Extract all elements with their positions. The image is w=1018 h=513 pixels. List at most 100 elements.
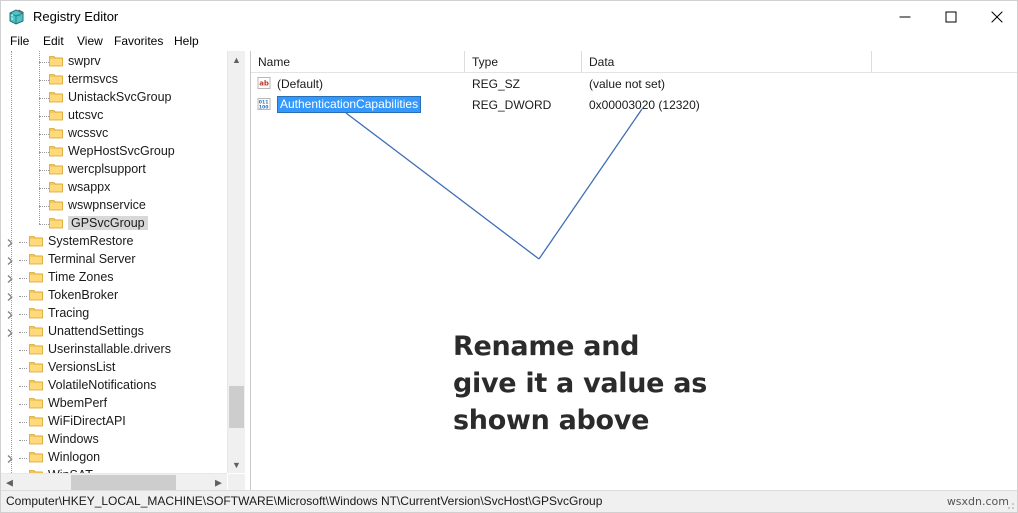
tree-item-winsat[interactable]: WinSAT — [1, 467, 227, 473]
folder-icon — [49, 127, 63, 139]
tree-guide-stub — [19, 422, 27, 423]
tree-horizontal-scrollbar[interactable]: ◀ ▶ — [1, 473, 227, 491]
tree-item-winlogon[interactable]: Winlogon — [1, 449, 227, 467]
annotation-line: shown above — [453, 405, 650, 436]
tree-guide-stub — [39, 116, 49, 117]
chevron-up-icon: ▲ — [232, 54, 241, 65]
tree-item-versionslist[interactable]: VersionsList — [1, 359, 227, 377]
menu-file[interactable]: File — [10, 34, 30, 48]
tree-item-wsappx[interactable]: wsappx — [1, 179, 227, 197]
tree-guide-stub — [19, 458, 27, 459]
close-button[interactable] — [974, 1, 1018, 33]
tree-guide-stub — [39, 224, 49, 225]
tree-item-label: wcssvc — [68, 126, 109, 140]
tree-item-tokenbroker[interactable]: TokenBroker — [1, 287, 227, 305]
tree-item-wifidirectapi[interactable]: WiFiDirectAPI — [1, 413, 227, 431]
chevron-right-icon[interactable] — [5, 237, 15, 247]
menu-favorites[interactable]: Favorites — [114, 34, 164, 48]
horizontal-scrollbar-thumb[interactable] — [71, 475, 176, 490]
tree-item-label: Winlogon — [48, 450, 101, 464]
chevron-right-icon[interactable] — [5, 291, 15, 301]
folder-icon — [49, 109, 63, 121]
tree-item-gpsvcgroup[interactable]: GPSvcGroup — [1, 215, 227, 233]
tree-item-windows[interactable]: Windows — [1, 431, 227, 449]
tree-item-terminal-server[interactable]: Terminal Server — [1, 251, 227, 269]
folder-icon — [29, 253, 43, 265]
chevron-right-icon[interactable] — [5, 273, 15, 283]
svg-text:100: 100 — [259, 104, 269, 110]
tree-guide-stub — [39, 206, 49, 207]
panel-splitter[interactable] — [245, 51, 250, 491]
tree-item-unattendsettings[interactable]: UnattendSettings — [1, 323, 227, 341]
tree-item-utcsvc[interactable]: utcsvc — [1, 107, 227, 125]
value-name[interactable]: AuthenticationCapabilities — [277, 96, 422, 113]
tree-item-label: wswpnservice — [68, 198, 146, 212]
column-header-name[interactable]: Name — [251, 51, 465, 72]
scroll-down-button[interactable]: ▼ — [228, 456, 245, 473]
resize-grip[interactable] — [1005, 500, 1015, 510]
folder-icon — [29, 379, 43, 391]
tree-item-wercplsupport[interactable]: wercplsupport — [1, 161, 227, 179]
folder-icon — [49, 163, 63, 175]
tree-item-volatilenotifications[interactable]: VolatileNotifications — [1, 377, 227, 395]
value-row[interactable]: ab(Default)REG_SZ(value not set) — [251, 73, 1017, 94]
tree-guide-stub — [19, 404, 27, 405]
annotation-line: Rename and — [453, 331, 640, 362]
status-bar: Computer\HKEY_LOCAL_MACHINE\SOFTWARE\Mic… — [1, 490, 1017, 512]
tree-item-unistacksvcgroup[interactable]: UnistackSvcGroup — [1, 89, 227, 107]
maximize-button[interactable] — [928, 1, 974, 33]
vertical-scrollbar-thumb[interactable] — [229, 386, 244, 428]
tree-item-wswpnservice[interactable]: wswpnservice — [1, 197, 227, 215]
column-header-data[interactable]: Data — [582, 51, 872, 72]
chevron-down-icon: ▼ — [232, 459, 241, 470]
tree-item-termsvcs[interactable]: termsvcs — [1, 71, 227, 89]
tree-item-time-zones[interactable]: Time Zones — [1, 269, 227, 287]
value-type: REG_SZ — [472, 77, 521, 91]
folder-icon — [29, 325, 43, 337]
tree-item-userinstallable-drivers[interactable]: Userinstallable.drivers — [1, 341, 227, 359]
tree-item-wbemperf[interactable]: WbemPerf — [1, 395, 227, 413]
chevron-right-icon[interactable] — [5, 309, 15, 319]
title-bar: Registry Editor — [1, 1, 1017, 33]
tree-guide-stub — [39, 134, 49, 135]
column-header-label: Name — [258, 55, 291, 69]
tree-item-wephostsvcgroup[interactable]: WepHostSvcGroup — [1, 143, 227, 161]
folder-icon — [29, 289, 43, 301]
tree-guide-root — [11, 51, 12, 473]
tree-item-label: Userinstallable.drivers — [48, 342, 171, 356]
column-header-type[interactable]: Type — [465, 51, 582, 72]
chevron-right-icon: ▶ — [215, 477, 222, 487]
menu-help[interactable]: Help — [174, 34, 199, 48]
value-data: (value not set) — [589, 77, 666, 91]
chevron-right-icon[interactable] — [5, 453, 15, 463]
folder-icon — [29, 271, 43, 283]
tree-item-wcssvc[interactable]: wcssvc — [1, 125, 227, 143]
folder-icon — [29, 307, 43, 319]
tree-vertical-scrollbar[interactable]: ▲ ▼ — [227, 51, 245, 473]
watermark: wsxdn.com — [946, 495, 1009, 508]
tree-item-systemrestore[interactable]: SystemRestore — [1, 233, 227, 251]
scroll-left-button[interactable]: ◀ — [1, 474, 18, 491]
tree-item-tracing[interactable]: Tracing — [1, 305, 227, 323]
scroll-right-button[interactable]: ▶ — [210, 474, 227, 491]
window-title: Registry Editor — [33, 9, 119, 24]
tree-item-label: WbemPerf — [48, 396, 108, 410]
value-name[interactable]: (Default) — [277, 77, 324, 91]
chevron-right-icon[interactable] — [5, 255, 15, 265]
tree-item-swprv[interactable]: swprv — [1, 53, 227, 71]
svg-text:011: 011 — [259, 100, 269, 106]
menu-view[interactable]: View — [77, 34, 103, 48]
folder-icon — [29, 361, 43, 373]
scroll-up-button[interactable]: ▲ — [228, 51, 245, 68]
registry-editor-icon — [8, 8, 26, 26]
chevron-right-icon[interactable] — [5, 327, 15, 337]
minimize-button[interactable] — [882, 1, 928, 33]
tree-guide-stub — [19, 440, 27, 441]
tree-guide-stub — [19, 368, 27, 369]
menu-edit[interactable]: Edit — [43, 34, 64, 48]
tree-item-label: GPSvcGroup — [68, 216, 148, 230]
